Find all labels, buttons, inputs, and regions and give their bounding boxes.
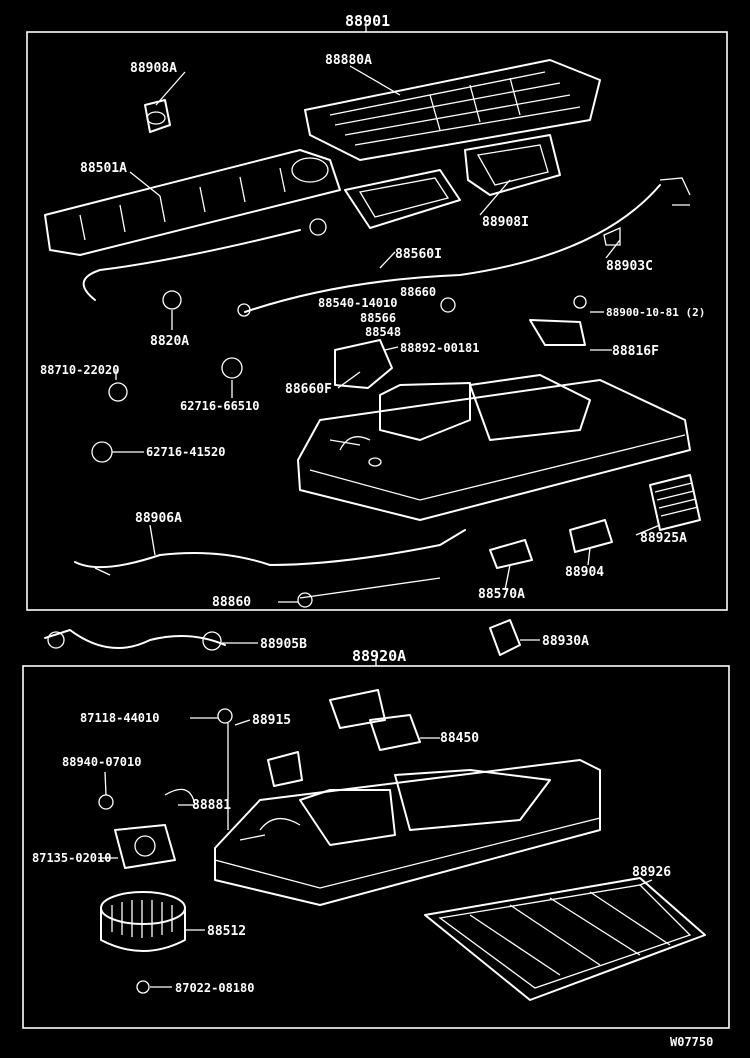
fastener-parts-lower (98, 689, 421, 994)
callout-88880a: 88880A (325, 53, 372, 68)
lower-case-part (214, 759, 601, 906)
callout-88915: 88915 (252, 713, 291, 728)
callout-87135: 87135-02010 (32, 851, 111, 865)
pad-part-88570a (489, 539, 533, 569)
callout-88860: 88860 (212, 595, 251, 610)
blower-fan-part (100, 891, 186, 952)
top-cover-part (304, 59, 601, 161)
callout-88892: 88892-00181 (400, 341, 479, 355)
lower-assembly-label: 88920A (352, 647, 406, 665)
callout-87118: 87118-44010 (80, 711, 159, 725)
callout-88501a: 88501A (80, 161, 127, 176)
callout-88570a: 88570A (478, 587, 525, 602)
motor-part (114, 824, 176, 869)
callout-62716-41520: 62716-41520 (146, 445, 225, 459)
bracket-part-88930a (489, 619, 521, 656)
figure-code: W07750 (670, 1035, 713, 1049)
lower-callouts: 87118-44010 88915 88450 88940-07010 8888… (32, 711, 671, 995)
callout-88906a: 88906A (135, 511, 182, 526)
upper-assembly-frame (26, 31, 728, 611)
gasket-part-center (344, 169, 461, 229)
callout-88903c: 88903C (606, 259, 653, 274)
callout-88710: 88710-22020 (40, 363, 119, 377)
callout-88930a: 88930A (542, 634, 589, 649)
callout-88450: 88450 (440, 731, 479, 746)
wire-harness-part (74, 529, 466, 569)
upper-callouts: 88908A 88880A 88501A 88908I 88560I 88903… (40, 53, 705, 610)
filter-part-88926 (424, 877, 706, 1001)
callout-88566: 88566 (360, 311, 396, 325)
callout-88560i: 88560I (395, 247, 442, 262)
callout-88940: 88940-07010 (62, 755, 141, 769)
harness-part-88905b (44, 629, 226, 649)
callout-88926: 88926 (632, 865, 671, 880)
callout-88540: 88540-14010 (318, 296, 397, 310)
middle-callouts: 88905B 88930A (260, 634, 589, 652)
callout-88904: 88904 (565, 565, 604, 580)
fastener-parts-upper (91, 227, 621, 463)
callout-88816f: 88816F (612, 344, 659, 359)
callout-8820a: 8820A (150, 334, 189, 349)
callout-88905b: 88905B (260, 637, 307, 652)
hose-part (82, 184, 661, 313)
callout-62716-66510: 62716-66510 (180, 399, 259, 413)
upper-case-part (297, 374, 691, 521)
callout-88925a: 88925A (640, 531, 687, 546)
callout-88900: 88900-10-81 (2) (606, 306, 705, 319)
callout-88881: 88881 (192, 798, 231, 813)
callout-88908a: 88908A (130, 61, 177, 76)
callout-87022: 87022-08180 (175, 981, 254, 995)
pad-part-88904 (569, 519, 613, 553)
leader-lines (98, 65, 661, 988)
filter-strip-part (649, 474, 701, 531)
wire-harness-lower (94, 567, 441, 599)
gasket-part-88908i (464, 134, 561, 196)
callout-88512: 88512 (207, 924, 246, 939)
upper-assembly-label: 88901 (345, 12, 390, 30)
callout-88660f: 88660F (285, 382, 332, 397)
callout-88548: 88548 (365, 325, 401, 339)
callout-88908i: 88908I (482, 215, 529, 230)
callout-88660: 88660 (400, 285, 436, 299)
air-duct-part (44, 149, 341, 256)
clip-part-88908a (144, 99, 171, 133)
